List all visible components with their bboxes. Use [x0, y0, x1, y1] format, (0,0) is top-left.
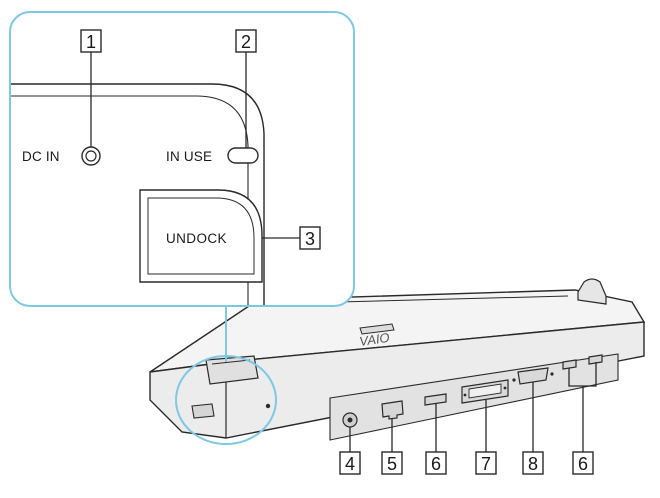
lock-indicator — [265, 403, 271, 409]
callout-8: 8 — [522, 451, 544, 475]
callout-6a: 6 — [425, 451, 447, 475]
callout-1: 1 — [80, 29, 102, 53]
port-usb-1[interactable] — [424, 393, 447, 406]
port-vga[interactable] — [512, 367, 554, 385]
detail-undock-button[interactable] — [139, 189, 263, 283]
label-in-use: IN USE — [166, 149, 212, 164]
port-dc-in[interactable] — [342, 412, 358, 428]
detail-dc-in-jack — [81, 146, 101, 166]
svg-text:7: 7 — [481, 454, 491, 474]
lock-slot[interactable] — [191, 403, 215, 419]
port-lan[interactable] — [381, 400, 404, 420]
callout-5: 5 — [381, 451, 403, 475]
svg-text:6: 6 — [578, 454, 588, 474]
top-connector — [359, 323, 395, 335]
zoom-outline — [9, 11, 355, 307]
callout-3: 3 — [299, 226, 321, 250]
svg-text:3: 3 — [305, 229, 315, 249]
callout-4: 4 — [339, 451, 361, 475]
rear-latch — [577, 278, 607, 305]
callout-6b: 6 — [572, 451, 594, 475]
svg-text:2: 2 — [241, 32, 251, 52]
svg-text:8: 8 — [528, 454, 538, 474]
svg-text:5: 5 — [387, 454, 397, 474]
port-dvi[interactable] — [461, 379, 509, 404]
leader-6b — [568, 362, 597, 452]
svg-text:1: 1 — [86, 32, 96, 52]
detail-device-outline — [10, 83, 265, 306]
front-undock-slider-detail — [211, 359, 251, 365]
brand-logo: VAIO — [358, 330, 390, 349]
detail-device-inner — [10, 95, 249, 306]
callout-7: 7 — [475, 451, 497, 475]
docking-station: VAIO — [149, 278, 646, 441]
svg-text:6: 6 — [431, 454, 441, 474]
label-dc-in: DC IN — [22, 149, 60, 164]
leader-lines — [90, 52, 597, 452]
port-usb-3[interactable] — [588, 354, 603, 365]
zoom-target-circle — [175, 355, 277, 445]
detail-undock-button-inner — [147, 197, 255, 275]
svg-text:4: 4 — [345, 454, 355, 474]
detail-in-use-indicator — [227, 147, 259, 164]
callout-2: 2 — [235, 29, 257, 53]
port-usb-2[interactable] — [562, 359, 577, 370]
detail-view: DC IN IN USE UNDOCK — [9, 11, 355, 445]
label-undock: UNDOCK — [166, 231, 227, 246]
